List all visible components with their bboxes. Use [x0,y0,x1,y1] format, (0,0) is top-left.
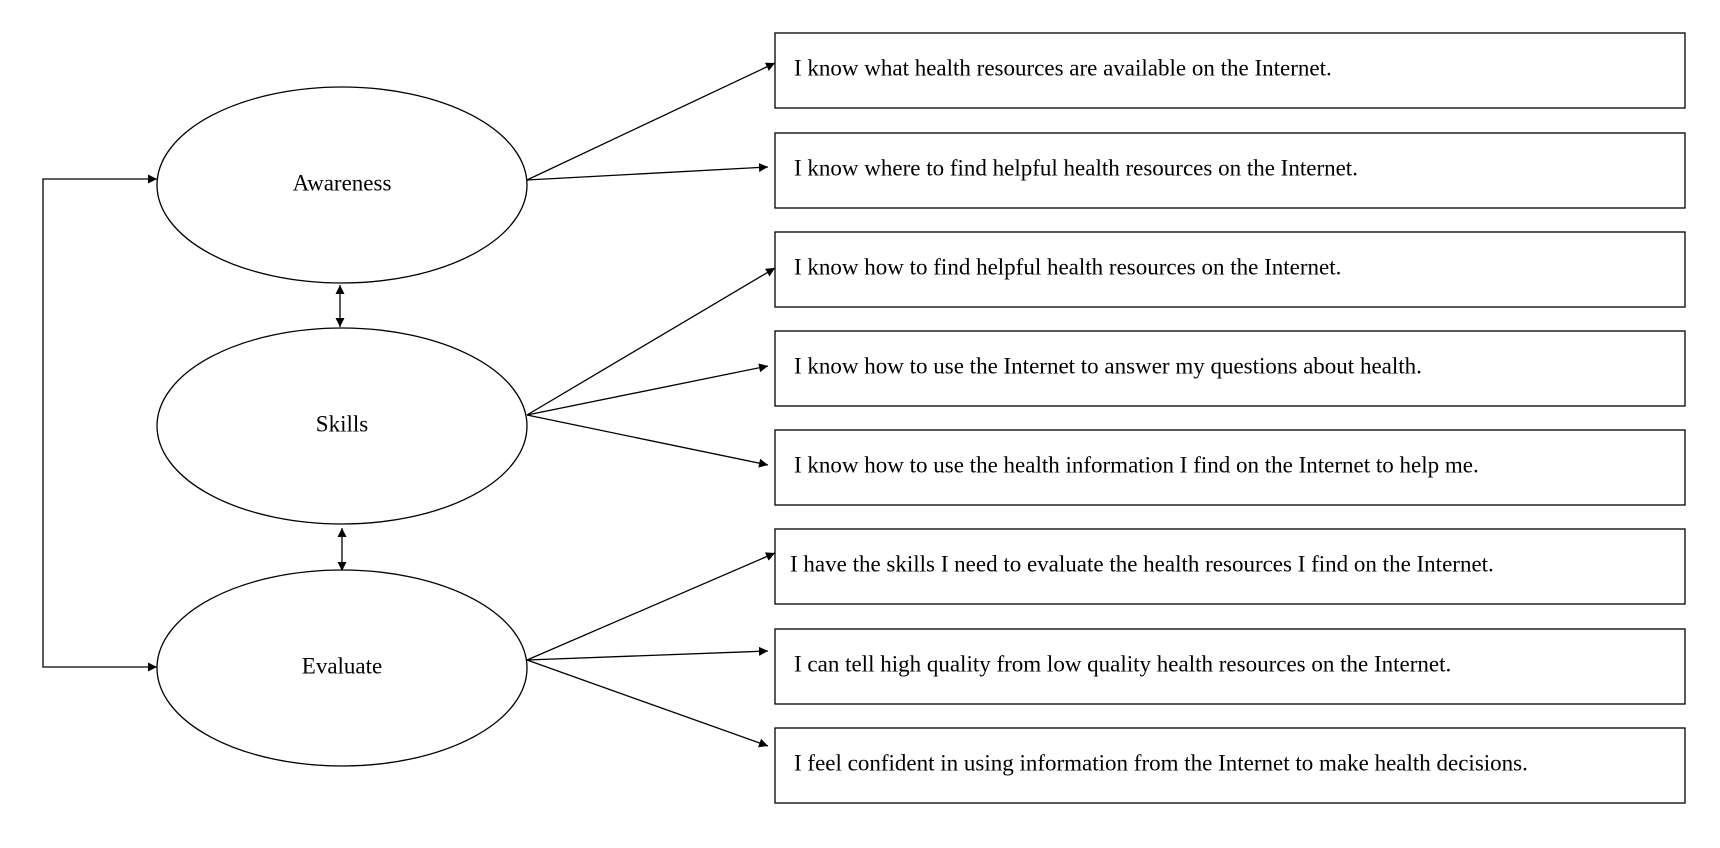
connectors-layer [42,62,776,748]
loading-arrow [526,552,776,661]
item-box: I know how to find helpful health resour… [774,231,1686,308]
factor-skills-ellipse [156,327,528,525]
item-text: I know how to find helpful health resour… [794,254,1341,279]
item-box-rect [774,330,1686,407]
factor-evaluate: Evaluate [156,569,528,767]
item-box: I know where to find helpful health reso… [774,132,1686,209]
item-text: I know how to use the Internet to answer… [794,353,1422,378]
item-text: I know where to find helpful health reso… [794,155,1358,180]
item-box-rect [774,32,1686,109]
loading-arrow [526,62,776,181]
item-box-rect [774,429,1686,506]
item-box: I can tell high quality from low quality… [774,628,1686,705]
factor-awareness-ellipse [156,86,528,284]
item-box: I have the skills I need to evaluate the… [774,528,1686,605]
factor-awareness-label: Awareness [293,170,392,195]
item-box: I feel confident in using information fr… [774,727,1686,804]
item-text: I feel confident in using information fr… [794,750,1528,775]
item-box-rect [774,231,1686,308]
loading-arrow [526,659,769,748]
factor-evaluate-ellipse [156,569,528,767]
factor-skills: Skills [156,327,528,525]
factor-evaluate-label: Evaluate [302,653,382,678]
item-text: I have the skills I need to evaluate the… [790,551,1494,576]
item-box: I know how to use the health information… [774,429,1686,506]
factor-skills-label: Skills [316,411,368,436]
item-box-rect [774,132,1686,209]
item-box-rect [774,727,1686,804]
factor-awareness: Awareness [156,86,528,284]
item-text: I know what health resources are availab… [794,55,1332,80]
loading-arrow [526,646,769,661]
item-box: I know how to use the Internet to answer… [774,330,1686,407]
loading-arrow [526,414,769,468]
loading-arrow [526,363,769,416]
item-text: I can tell high quality from low quality… [794,651,1451,676]
item-text: I know how to use the health information… [794,452,1479,477]
loading-arrow [526,267,776,416]
loading-arrow [526,162,769,181]
correlation-arrow-awareness-evaluate [42,174,157,672]
item-box-rect [774,528,1686,605]
item-box: I know what health resources are availab… [774,32,1686,109]
item-box-rect [774,628,1686,705]
